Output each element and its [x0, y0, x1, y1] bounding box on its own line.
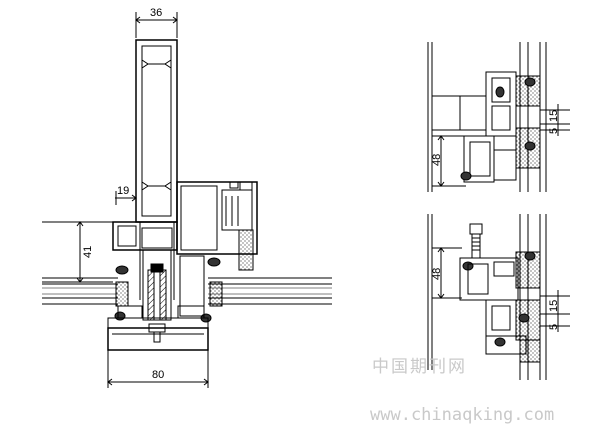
dim-label-right-bottom-gap: 5	[548, 324, 560, 330]
watermark-chinese: 中国期刊网	[372, 357, 467, 377]
dim-label-right-top-height: 48	[431, 154, 443, 166]
dim-label-right-top-small: 15	[548, 110, 560, 122]
dim-label-top-width: 36	[150, 7, 162, 19]
right-top-section-drawing	[427, 42, 570, 192]
right-bottom-section-drawing	[427, 214, 570, 380]
dim-label-right-bottom-small: 15	[548, 300, 560, 312]
dim-label-height-left: 41	[82, 246, 94, 258]
dim-label-right-bottom-height: 48	[431, 268, 443, 280]
dim-label-right-top-gap: 5	[548, 128, 560, 134]
dim-label-bottom-width: 80	[152, 369, 164, 381]
dim-label-offset-left: 19	[117, 185, 129, 197]
left-section-drawing	[42, 12, 332, 388]
watermark-url: www.chinaqking.com	[370, 405, 554, 425]
